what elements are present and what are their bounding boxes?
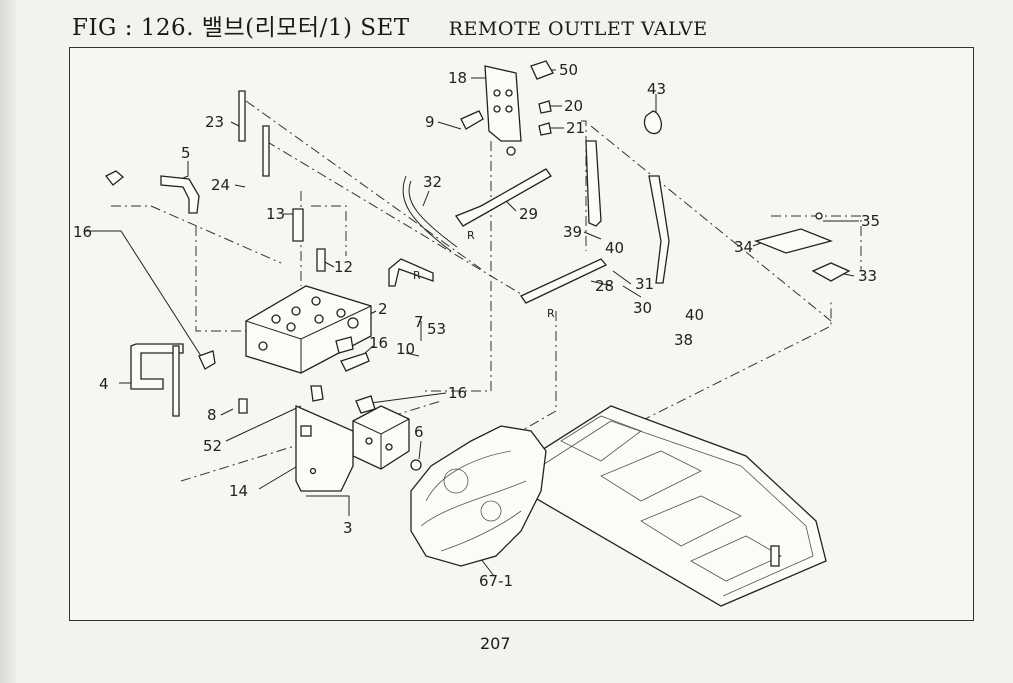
callout-13: 13 [266, 205, 285, 223]
callout-24: 24 [211, 176, 230, 194]
callout-34: 34 [734, 238, 753, 256]
callout-35: 35 [861, 212, 880, 230]
figure-header: FIG : 126. 밸브(리모터/1) SET REMOTE OUTLET V… [72, 8, 708, 42]
callout-12: 12 [334, 258, 353, 276]
callout-30: 30 [633, 299, 652, 317]
callout-28: 28 [595, 277, 614, 295]
callout-52: 52 [203, 437, 222, 455]
callout-8: 8 [207, 406, 217, 424]
exploded-parts-diagram: 50 18 20 21 9 23 5 24 13 32 29 35 39 40 … [73, 60, 880, 607]
callout-32: 32 [423, 173, 442, 191]
figure-label: FIG : 126. 밸브(리모터/1) SET [72, 15, 410, 41]
callout-38: 38 [674, 331, 693, 349]
chassis-frame [499, 405, 827, 607]
callout-20: 20 [564, 97, 583, 115]
callout-16-middle: 16 [369, 334, 388, 352]
bracket-part-3 [295, 405, 354, 492]
callout-7: 7 [414, 313, 424, 331]
callout-r-1: R [467, 229, 475, 242]
callout-4: 4 [99, 375, 109, 393]
callout-9: 9 [425, 113, 435, 131]
callout-16-left: 16 [73, 223, 92, 241]
page-number: 207 [480, 634, 511, 653]
callout-5: 5 [181, 144, 191, 162]
callout-29: 29 [519, 205, 538, 223]
callout-53: 53 [427, 320, 446, 338]
callout-33: 33 [858, 267, 877, 285]
callout-40-upper: 40 [605, 239, 624, 257]
callout-23: 23 [205, 113, 224, 131]
bracket-plate-part-18 [484, 60, 554, 156]
callout-43: 43 [647, 80, 666, 98]
callout-10: 10 [396, 340, 415, 358]
callout-16-right: 16 [448, 384, 467, 402]
callout-67-1: 67-1 [479, 572, 513, 590]
callout-labels: 50 18 20 21 9 23 5 24 13 32 29 35 39 40 … [73, 61, 880, 590]
figure-subtitle: REMOTE OUTLET VALVE [448, 18, 708, 40]
callout-31: 31 [635, 275, 654, 293]
callout-40-lower: 40 [685, 306, 704, 324]
callout-39: 39 [563, 223, 582, 241]
assembly-lines [111, 100, 862, 482]
outlet-block-part-6 [352, 405, 422, 471]
callout-3: 3 [343, 519, 353, 537]
transmission-67-1 [410, 425, 547, 567]
callout-2: 2 [378, 300, 388, 318]
callout-21: 21 [566, 119, 585, 137]
plate-part-34 [753, 212, 851, 282]
callout-50: 50 [559, 61, 578, 79]
callout-14: 14 [229, 482, 248, 500]
pipes-and-hoses [105, 90, 670, 417]
callout-r-3: R [413, 269, 421, 282]
callout-18: 18 [448, 69, 467, 87]
callout-6: 6 [414, 423, 424, 441]
callout-r-2: R [547, 307, 555, 320]
diagram-frame: 50 18 20 21 9 23 5 24 13 32 29 35 39 40 … [69, 47, 974, 621]
scan-edge [0, 0, 16, 683]
